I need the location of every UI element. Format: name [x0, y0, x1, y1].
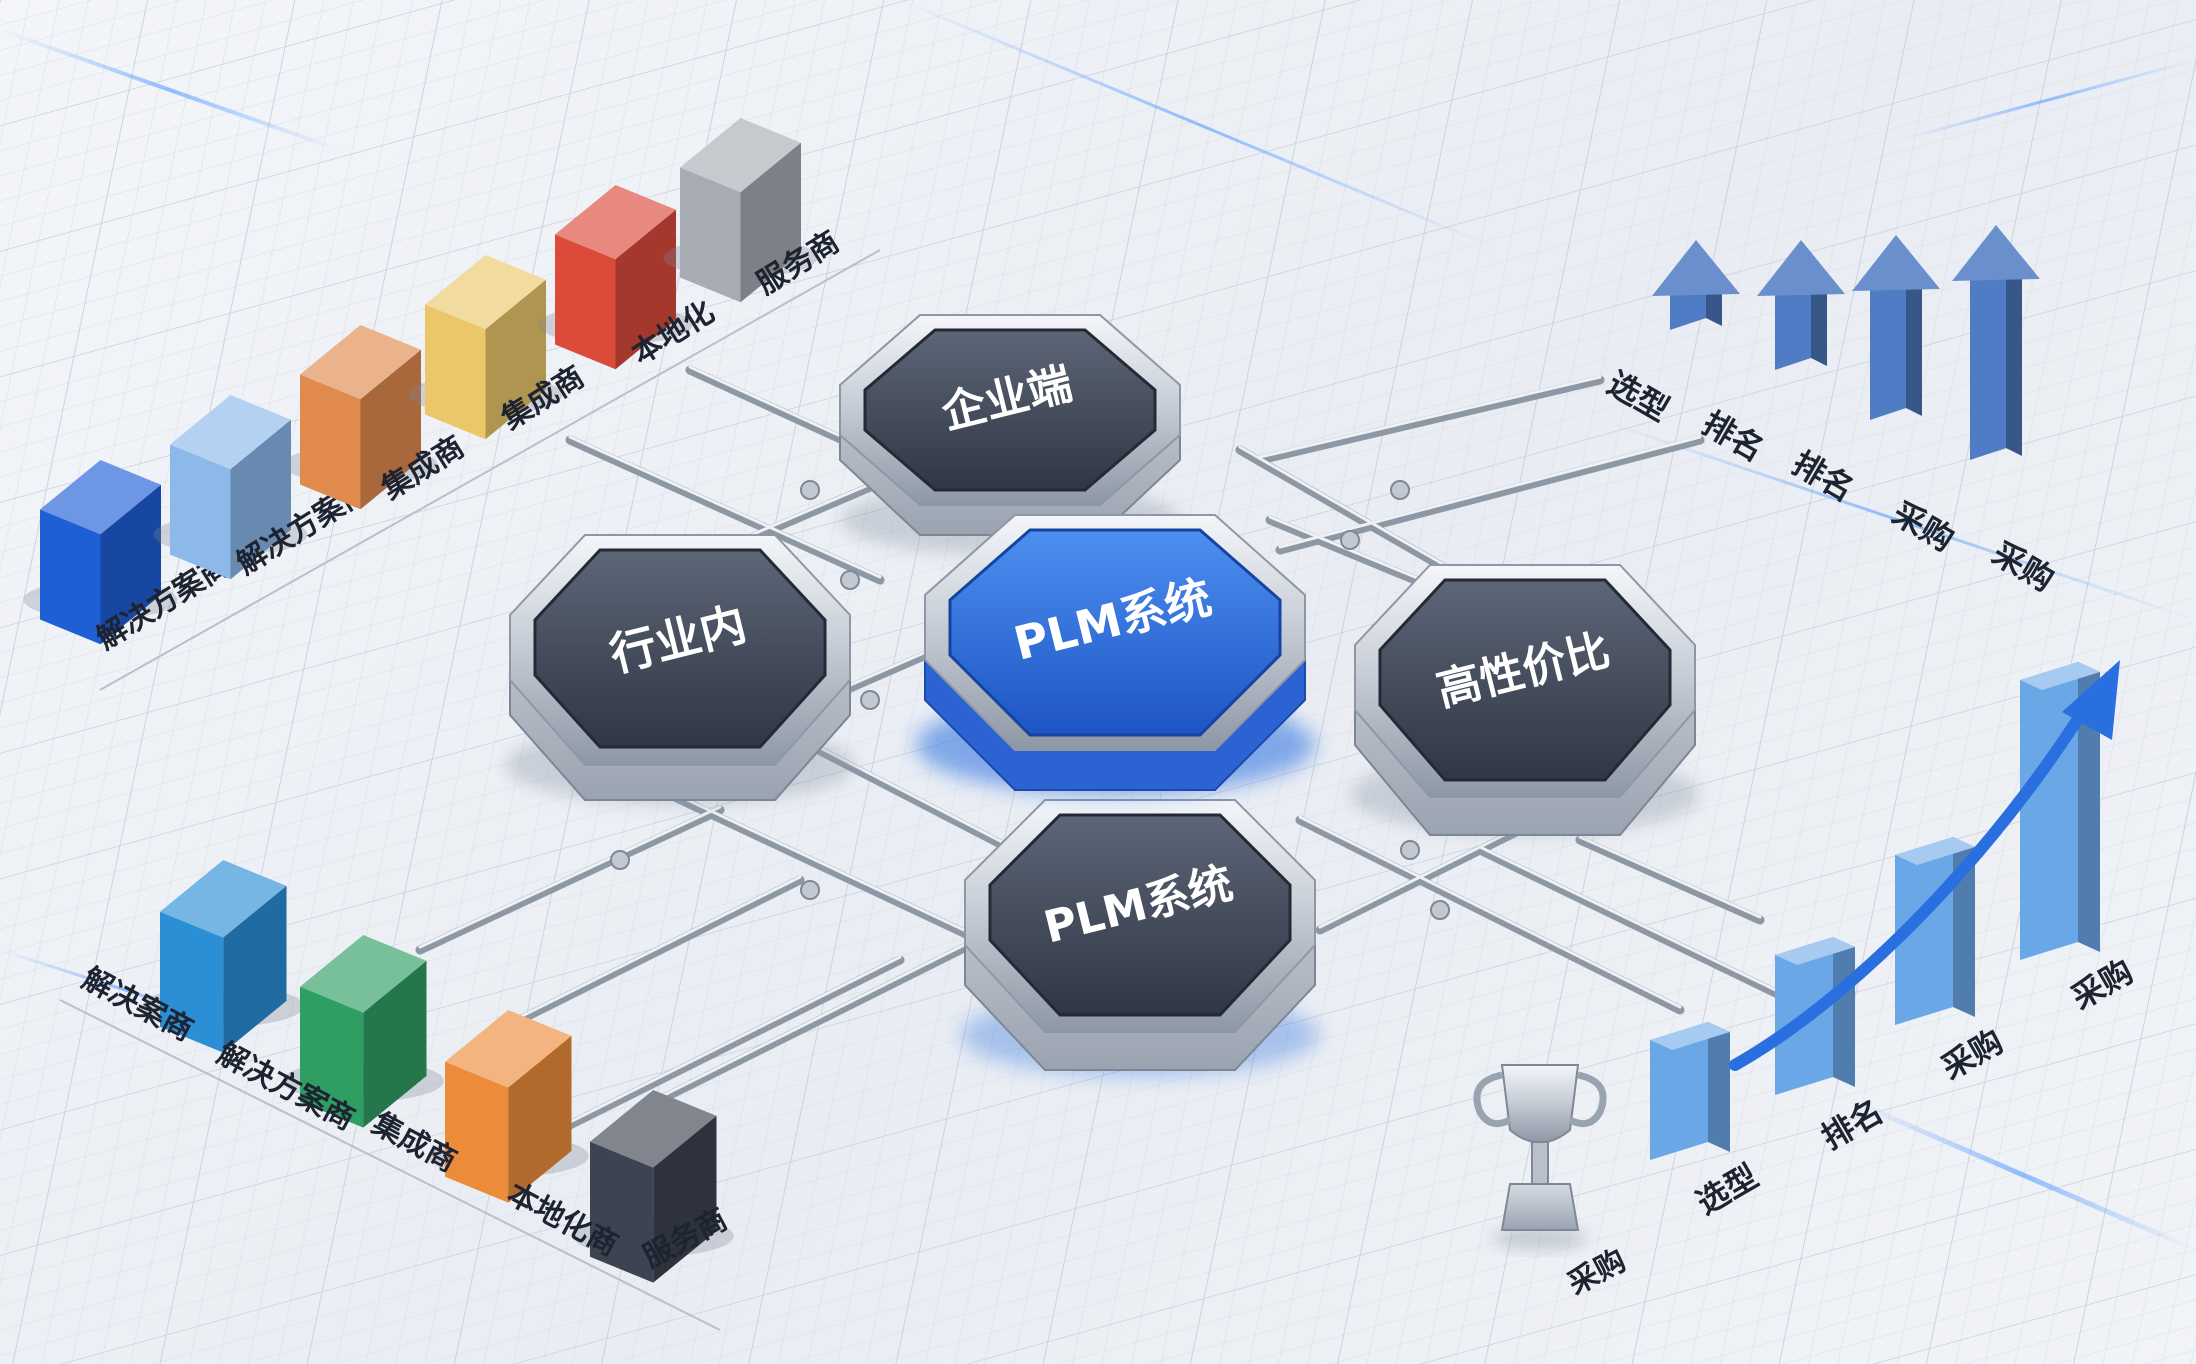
- hub-plm-center[interactable]: PLM系统: [915, 514, 1315, 795]
- cube-4: [572, 1090, 734, 1283]
- trophy-icon: [1473, 1064, 1607, 1250]
- cube-2: [153, 395, 308, 580]
- bottom-left-guide-line: [59, 999, 721, 1331]
- hub-industry[interactable]: 行业内: [505, 534, 855, 805]
- cube-3: [427, 1010, 589, 1203]
- trend-arrow-head: [2062, 660, 2120, 740]
- hub-cost-effective[interactable]: 高性价比: [1350, 564, 1700, 836]
- growth-arrow: [1852, 235, 1940, 420]
- cube-2: [282, 935, 444, 1128]
- cube-3: [283, 325, 438, 510]
- trend-arrow-line: [1729, 694, 2096, 1071]
- cube-1: [23, 460, 178, 645]
- bar: [1895, 837, 1975, 1025]
- top-left-guide-line: [99, 249, 881, 691]
- cube-1: [142, 860, 304, 1053]
- cube-6: [663, 118, 818, 303]
- hub-enterprise[interactable]: 企业端: [839, 314, 1181, 556]
- cube-5: [538, 185, 693, 370]
- cube-4: [408, 255, 563, 440]
- light-streaks: [0, 0, 2196, 1253]
- hub-plm-bottom[interactable]: PLM系统: [960, 799, 1320, 1077]
- growth-arrow: [1757, 240, 1845, 370]
- bar: [1650, 1022, 1730, 1160]
- growth-arrow: [1952, 225, 2040, 460]
- growth-arrow: [1652, 240, 1740, 330]
